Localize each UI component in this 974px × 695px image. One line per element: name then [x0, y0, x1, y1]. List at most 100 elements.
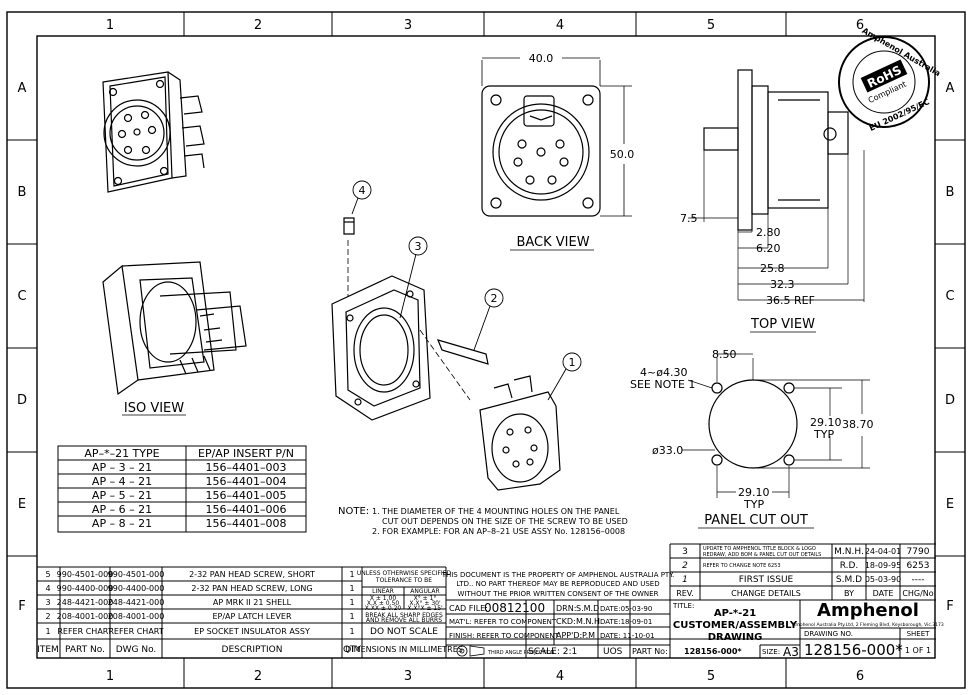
panel-pitch-bottom: 29.10 [738, 486, 770, 499]
zone-row-d-right: D [945, 393, 955, 408]
zone-row-a: A [18, 81, 27, 96]
zone-row-f-right: F [946, 599, 953, 614]
iso-view [102, 261, 247, 396]
zone-col-1-bottom: 1 [106, 669, 114, 684]
rev-header-date: DATE [873, 589, 894, 598]
top-dim-36-5: 36.5 REF [766, 294, 815, 307]
bom-row-3-dwg: 248-4421-000 [108, 598, 165, 607]
back-height-dim: 50.0 [610, 148, 635, 161]
type-row-3-type: AP – 5 – 21 [92, 489, 152, 502]
bom-row-4-qty: 1 [349, 584, 354, 593]
type-row-3-pn: 156–4401–005 [206, 489, 287, 502]
bom-row-3-part: 248-4421-000 [57, 598, 114, 607]
panel-overall: 38.70 [842, 418, 874, 431]
zone-row-c-right: C [945, 289, 954, 304]
outer-border [6, 11, 966, 689]
property-line-3: WITHOUT THE PRIOR WRITTEN CONSENT OF THE… [458, 590, 659, 598]
bom-row-2-desc: EP/AP LATCH LEVER [212, 612, 292, 621]
zone-row-d: D [17, 393, 27, 408]
top-view-dims [688, 150, 865, 302]
bom-row-5-dwg: 990-4501-000 [108, 570, 165, 579]
part-no-label: PART No: [632, 647, 668, 656]
drawing-no-label: DRAWING NO. [804, 630, 853, 638]
zone-col-6-bottom: 6 [856, 669, 864, 684]
top-dim-7-5: 7.5 [680, 212, 698, 225]
tolerance-ang-3: X.X°X ± 15' [407, 605, 443, 612]
back-view [481, 85, 601, 217]
panel-cutout-dims [682, 353, 870, 498]
rev-3: 3 [682, 547, 688, 557]
zone-row-e-right: E [946, 497, 954, 512]
cad-file-value: 00812100 [484, 601, 545, 615]
balloon-3: 3 [415, 240, 422, 253]
tolerance-lin-2: X.X ± 0.50 [367, 600, 400, 607]
dimensions-units: DIMENSIONS IN MILLIMETRES [345, 645, 463, 654]
rev-header-by: BY [844, 589, 854, 598]
type-row-4-type: AP – 6 – 21 [92, 503, 152, 516]
type-row-2-type: AP – 4 – 21 [92, 475, 152, 488]
bom-row-4-part: 990-4400-000 [57, 584, 114, 593]
zone-col-3-bottom: 3 [404, 669, 412, 684]
note-line-1: 1. THE DIAMETER OF THE 4 MOUNTING HOLES … [372, 507, 620, 516]
bom-row-4-desc: 2-32 PAN HEAD SCREW, LONG [191, 584, 312, 593]
bom-header-desc: DESCRIPTION [222, 645, 283, 655]
zone-col-4: 4 [556, 18, 564, 33]
panel-cutout-label: PANEL CUT OUT [704, 513, 808, 528]
note-line-3: 2. FOR EXAMPLE: FOR AN AP–8–21 USE ASSY … [372, 527, 625, 536]
zone-row-b: B [18, 185, 27, 200]
zone-col-5: 5 [707, 18, 715, 33]
sheet-value: 1 OF 1 [905, 646, 931, 655]
amphenol-logo-text: Amphenol [817, 600, 919, 621]
type-row-1-pn: 156–4401–003 [206, 461, 287, 474]
zone-row-c: C [17, 289, 26, 304]
rev-1-desc: FIRST ISSUE [739, 575, 794, 585]
tolerance-lin-3: X.XX ± 0.20 [365, 605, 402, 612]
bom-row-5-item: 5 [45, 570, 50, 579]
rev-header-chg: CHG/No [902, 589, 933, 598]
panel-holes: 4~ø4.30 [640, 366, 687, 379]
zone-row-a-right: A [946, 81, 955, 96]
rev-2-by: R.D. [840, 561, 859, 571]
part-no-value: 128156-000* [684, 647, 742, 656]
note-line-2: CUT OUT DEPENDS ON THE SIZE OF THE SCREW… [382, 517, 628, 526]
zone-col-6: 6 [856, 18, 864, 33]
bom-header-dwg: DWG No. [116, 645, 157, 655]
bom-row-2-dwg: 208-4001-000 [108, 612, 165, 621]
rev-1-date: 05-03-90 [865, 575, 901, 584]
drn-label: DRN: [556, 604, 576, 613]
rev-2-date: 18-09-95 [865, 561, 901, 570]
panel-pitch-typ: TYP [813, 428, 834, 441]
exploded-view [331, 217, 561, 491]
material-label: MAT'L: REFER TO COMPONENT [449, 618, 557, 626]
zone-col-5-bottom: 5 [707, 669, 715, 684]
back-width-dim: 40.0 [529, 52, 554, 65]
rev-3-desc-1: UPDATE TO AMPHENOL TITLE BLOCK & LOGO [703, 546, 816, 552]
bom-row-1-dwg: REFER CHART [108, 627, 163, 636]
ckd-date: DATE:18-09-01 [600, 618, 652, 626]
bom-header-part: PART No. [65, 645, 105, 655]
rev-3-chg: 7790 [907, 547, 930, 557]
rev-2-chg: 6253 [907, 561, 930, 571]
tolerance-break-1: BREAK ALL SHARP EDGES [365, 612, 443, 619]
zone-row-e: E [18, 497, 26, 512]
rev-1: 1 [682, 575, 688, 585]
type-row-5-pn: 156–4401–008 [206, 517, 287, 530]
company-address: Amphenol Australia Pty.Ltd, 2 Fleming Bl… [792, 622, 944, 628]
bom-row-2-part: 208-4001-000 [57, 612, 114, 621]
zone-col-2-bottom: 2 [254, 669, 262, 684]
property-line-1: THIS DOCUMENT IS THE PROPERTY OF AMPHENO… [441, 571, 675, 579]
tolerance-linear: LINEAR [372, 588, 394, 595]
bom-row-3-desc: AP MRK II 21 SHELL [213, 598, 292, 607]
rev-header-rev: REV. [676, 589, 694, 598]
type-row-4-pn: 156–4401–006 [206, 503, 287, 516]
zone-row-f: F [18, 599, 25, 614]
tolerance-line-2: TOLERANCE TO BE [375, 577, 432, 584]
cad-file-label: CAD FILE: [449, 604, 488, 613]
top-view [703, 69, 849, 231]
type-table [57, 445, 307, 533]
appd-prefix: APP'D: [556, 631, 582, 640]
balloon-1: 1 [569, 356, 576, 369]
type-table-header-insert: EP/AP INSERT P/N [198, 447, 294, 460]
tolerance-ang-2: X.X° ± 30' [409, 600, 441, 607]
